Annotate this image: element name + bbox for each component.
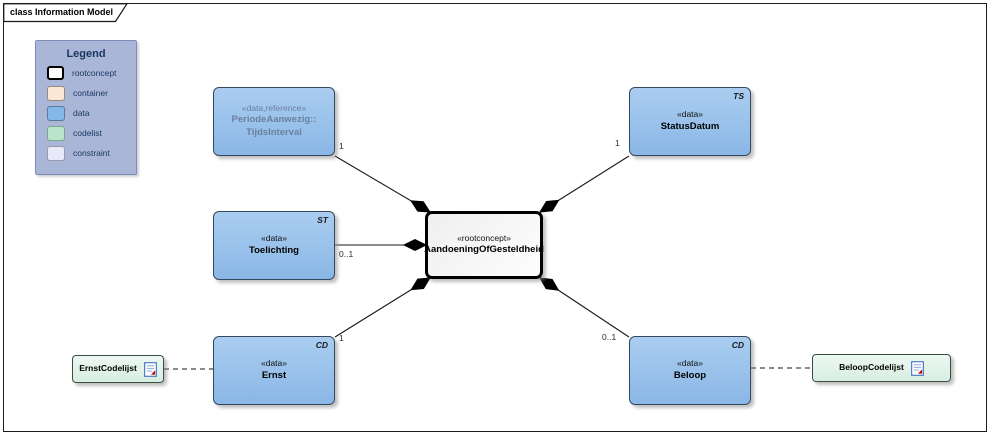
legend-title: Legend <box>66 48 106 60</box>
stereotype-label: «data,reference» <box>241 102 307 113</box>
multiplicity-toelichting: 0..1 <box>339 249 354 259</box>
connector-statusdatum-central[interactable] <box>539 155 630 213</box>
stereotype-label: «data» <box>261 233 287 244</box>
legend-label: rootconcept <box>72 68 117 78</box>
multiplicity-periode: 1 <box>339 141 344 151</box>
legend-item-rootconcept: rootconcept <box>36 65 136 85</box>
multiplicity-ernst: 1 <box>339 333 344 343</box>
rootconcept-swatch <box>47 66 64 80</box>
legend-label: data <box>73 108 90 118</box>
constraint-swatch <box>47 145 65 161</box>
node-name: Beloop <box>673 369 707 381</box>
legend-item-codelist: codelist <box>36 125 136 145</box>
connector-periode-central[interactable] <box>334 155 431 213</box>
container-swatch <box>47 85 65 101</box>
node-statusdatum[interactable]: TS «data» StatusDatum <box>629 87 751 156</box>
codelist-swatch <box>47 125 65 141</box>
legend-label: constraint <box>73 148 110 158</box>
diagram-frame-tab: class Information Model <box>3 3 130 23</box>
node-name-line1: PeriodeAanwezig:: <box>231 114 317 126</box>
type-tag: CD <box>315 340 328 350</box>
node-name: Ernst <box>261 369 287 381</box>
stereotype-label: «data» <box>677 109 703 120</box>
stereotype-label: «data» <box>677 358 703 369</box>
node-toelichting[interactable]: ST «data» Toelichting <box>213 211 335 280</box>
codelist-document-icon <box>143 361 157 377</box>
multiplicity-statusdatum: 1 <box>615 138 620 148</box>
frame-tab-shape <box>3 3 129 23</box>
stereotype-label: «data» <box>261 358 287 369</box>
frame-tab-label: class Information Model <box>10 7 114 17</box>
node-name: AandoeningOfGesteldheid <box>424 244 544 256</box>
node-beloopcodelijst[interactable]: BeloopCodelijst <box>812 354 951 382</box>
type-tag: CD <box>731 340 744 350</box>
legend-label: codelist <box>73 128 102 138</box>
node-ernst[interactable]: CD «data» Ernst <box>213 336 335 405</box>
legend-item-constraint: constraint <box>36 145 136 165</box>
type-tag: TS <box>733 91 744 101</box>
legend-panel[interactable]: Legend rootconcept container data codeli… <box>35 40 137 175</box>
legend-item-data: data <box>36 105 136 125</box>
data-swatch <box>47 105 65 121</box>
legend-label: container <box>73 88 108 98</box>
stereotype-label: «rootconcept» <box>457 232 511 243</box>
connector-ernst-central[interactable] <box>334 277 431 338</box>
type-tag: ST <box>317 215 328 225</box>
node-beloop[interactable]: CD «data» Beloop <box>629 336 751 405</box>
node-aandoeningofgesteldheid[interactable]: «rootconcept» AandoeningOfGesteldheid <box>424 211 544 279</box>
codelist-document-icon <box>910 360 924 376</box>
diagram-frame <box>3 3 987 432</box>
node-name: ErnstCodelijst <box>79 363 137 374</box>
node-name: BeloopCodelijst <box>839 362 904 373</box>
multiplicity-beloop: 0..1 <box>602 332 617 342</box>
connector-beloop-central[interactable] <box>539 277 630 338</box>
node-name: Toelichting <box>249 244 299 256</box>
node-ernstcodelijst[interactable]: ErnstCodelijst <box>72 355 164 383</box>
node-name: StatusDatum <box>660 120 720 132</box>
node-periodeaanwezig-tijdsinterval[interactable]: «data,reference» PeriodeAanwezig:: Tijds… <box>213 87 335 156</box>
legend-item-container: container <box>36 85 136 105</box>
node-name-line2: TijdsInterval <box>246 127 302 139</box>
